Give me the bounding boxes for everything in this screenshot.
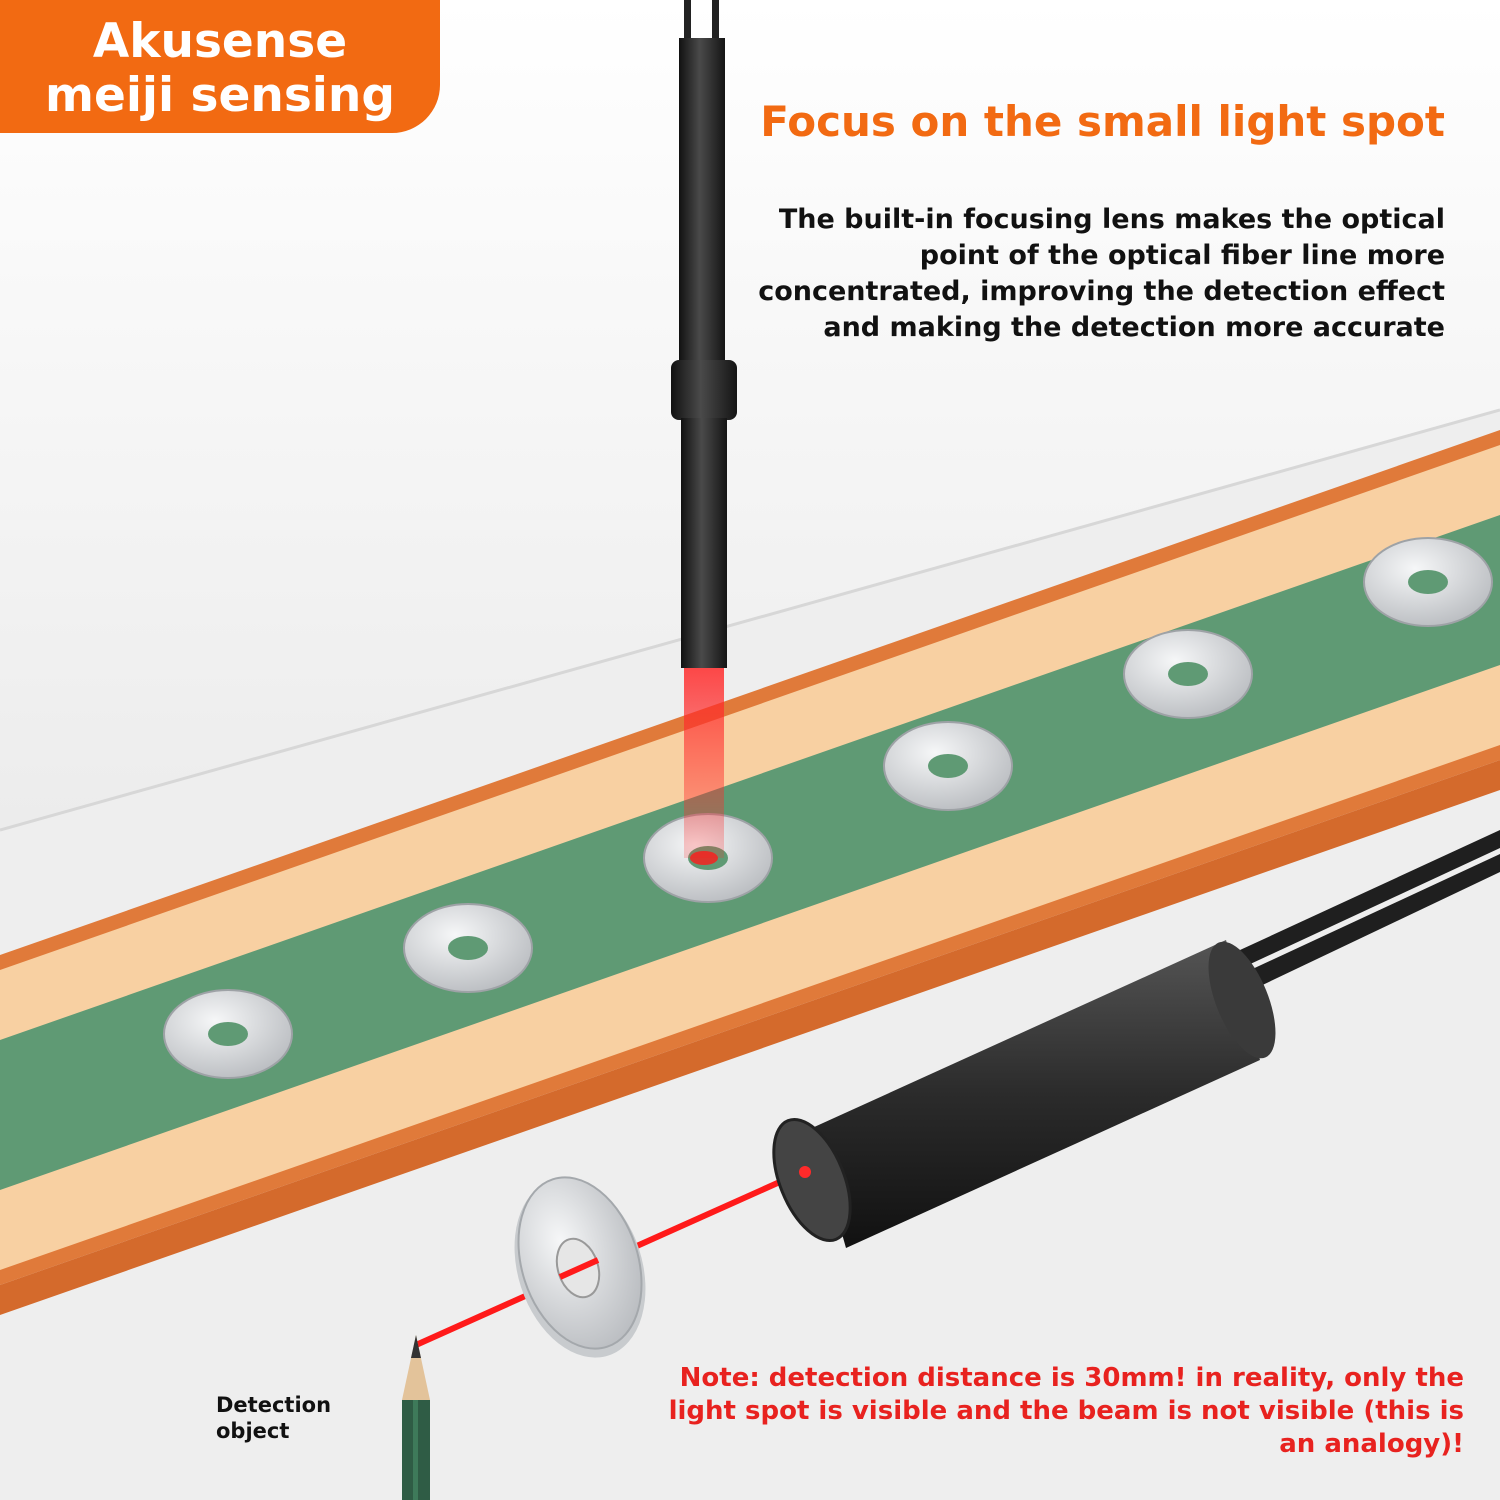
brand-name: Akusense (92, 14, 348, 69)
fiber-probe-vertical-icon (671, 0, 737, 668)
brand-badge: Akusense meiji sensing (0, 0, 440, 133)
label-line: object (216, 1419, 290, 1443)
washer-icon (514, 1176, 646, 1358)
detection-object-label: Detection object (216, 1392, 366, 1444)
fiber-probe-horizontal-icon (772, 830, 1500, 1248)
pencil-icon (402, 1335, 430, 1500)
description-line: concentrated, improving the detection ef… (758, 276, 1445, 307)
description-line: The built-in focusing lens makes the opt… (778, 204, 1445, 235)
description-line: and making the detection more accurate (823, 312, 1445, 343)
brand-tagline: meiji sensing (44, 68, 396, 123)
description-line: point of the optical fiber line more (919, 240, 1445, 271)
note-line: an analogy)! (1279, 1429, 1464, 1459)
washer-icon (163, 537, 1493, 1079)
description-text: The built-in focusing lens makes the opt… (705, 202, 1445, 346)
headline: Focus on the small light spot (760, 97, 1445, 146)
laser-beam-icon (684, 668, 724, 858)
label-line: Detection (216, 1393, 332, 1417)
note-line: Note: detection distance is 30mm! in rea… (679, 1363, 1464, 1393)
note-line: light spot is visible and the beam is no… (668, 1396, 1464, 1426)
note-text: Note: detection distance is 30mm! in rea… (604, 1362, 1464, 1461)
